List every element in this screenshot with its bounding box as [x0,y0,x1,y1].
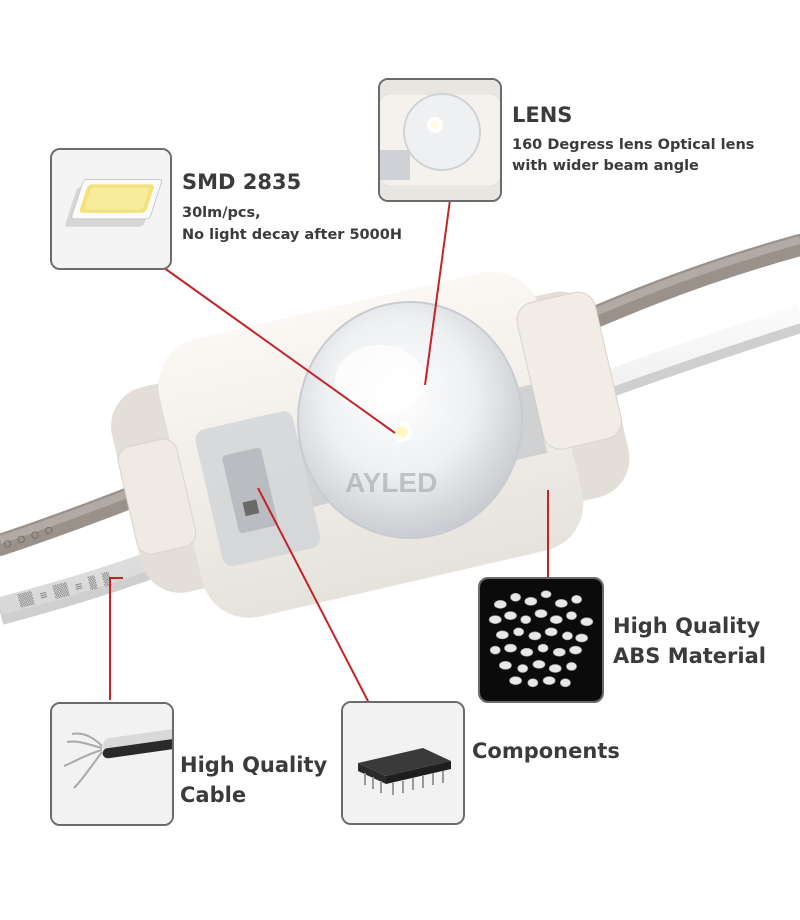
cable-title-1: High Quality [180,753,328,777]
abs-title-2: ABS Material [613,644,766,668]
stripped-cable-icon [52,704,172,824]
smd-spec-2: No light decay after 5000H [182,227,402,243]
lens-thumbnail [378,78,502,202]
cable-thumbnail [50,702,174,826]
cable-title-2: Cable [180,783,247,807]
lens-title: LENS [512,103,573,127]
abs-pellets-icon [480,579,602,701]
watermark: AYLED [345,467,437,498]
smd-spec-1: 30lm/pcs, [182,205,261,221]
components-title: Components [472,739,620,763]
smd-title: SMD 2835 [182,170,302,194]
smd-led-chip-icon [52,150,170,268]
lens-spec-2: with wider beam angle [512,158,699,174]
smd-thumbnail [50,148,172,270]
abs-title-1: High Quality [613,614,761,638]
components-thumbnail [341,701,465,825]
lens-spec-1: 160 Degress lens Optical lens [512,137,755,153]
ic-chip-icon [343,703,463,823]
abs-thumbnail [478,577,604,703]
lens-closeup-icon [380,80,500,200]
